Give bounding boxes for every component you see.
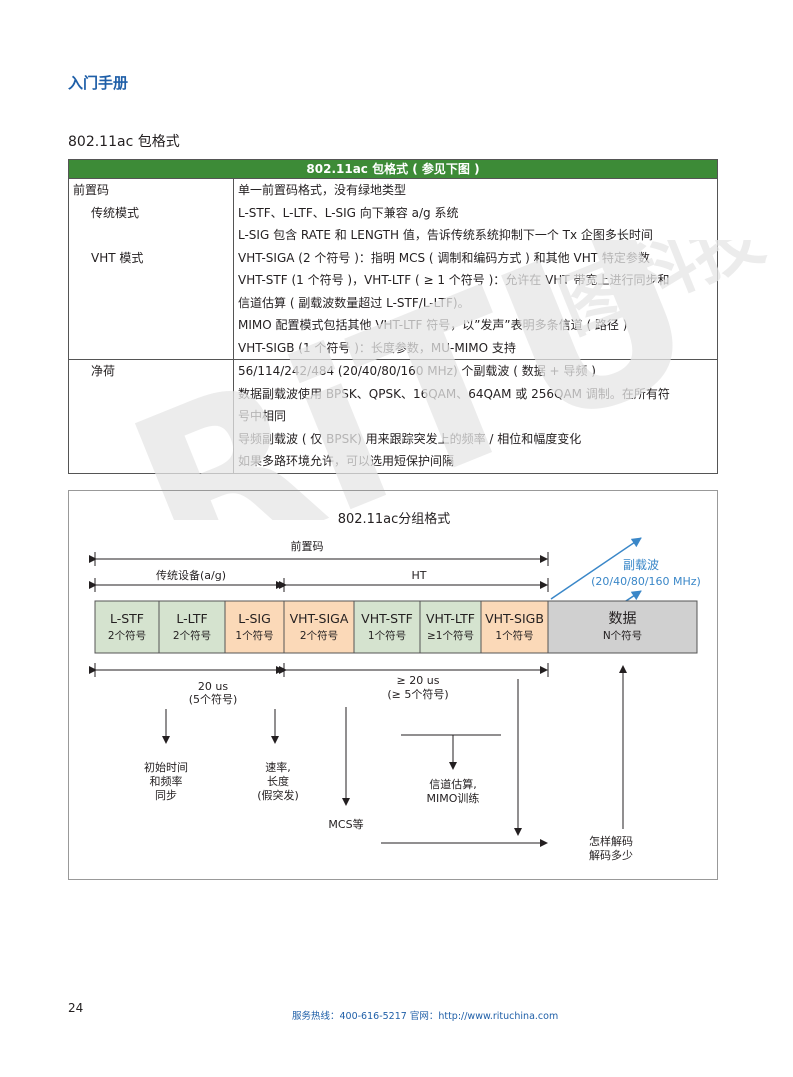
row-text: L-STF、L-LTF、L-SIG 向下兼容 a/g 系统 bbox=[238, 205, 459, 220]
row-text: 号中相同 bbox=[238, 409, 287, 423]
field-symbol-count: ≥1个符号 bbox=[427, 629, 474, 642]
legacy-time-label: 20 us bbox=[198, 680, 228, 693]
subcarrier-arrow-upper bbox=[550, 537, 642, 600]
field-name: VHT-SIGB bbox=[485, 611, 544, 626]
note-channel-estimation: 信道估算, MIMO训练 bbox=[427, 777, 480, 805]
field-name: VHT-SIGA bbox=[290, 611, 349, 626]
row-label-payload: 净荷 bbox=[91, 364, 116, 378]
note-line: 初始时间 bbox=[144, 760, 188, 774]
page-number: 24 bbox=[68, 1001, 84, 1015]
field-symbol-count: 2个符号 bbox=[173, 629, 211, 642]
field-box: L-LTF 2个符号 bbox=[158, 600, 226, 654]
field-box: VHT-STF 1个符号 bbox=[353, 600, 421, 654]
note-line: 同步 bbox=[155, 789, 177, 802]
field-box-rect bbox=[158, 600, 226, 654]
row-text: 单一前置码格式，没有绿地类型 bbox=[238, 183, 407, 197]
table-left-column-preamble: 前置码 传统模式 VHT 模式 bbox=[68, 178, 234, 360]
row-label-vht: VHT 模式 bbox=[91, 250, 144, 265]
legacy-label: 传统设备(a/g) bbox=[156, 568, 226, 582]
note-rate-length: 速率, 长度 (假突发) bbox=[257, 760, 299, 802]
row-text: MIMO 配置模式包括其他 VHT-LTF 符号，以”发声”表明多条信道 ( 路… bbox=[238, 318, 628, 332]
field-symbol-count: 2个符号 bbox=[300, 629, 338, 642]
field-symbol-count: 1个符号 bbox=[235, 629, 273, 642]
field-name: 数据 bbox=[609, 611, 637, 627]
field-box-rect bbox=[353, 600, 421, 654]
row-label-blank bbox=[69, 428, 233, 451]
vht-symbol-label: (≥ 5个符号) bbox=[387, 688, 448, 701]
field-box-rect bbox=[480, 600, 549, 654]
row-label-blank bbox=[69, 269, 233, 292]
note-line: 怎样解码 bbox=[589, 834, 633, 848]
row-label-blank bbox=[69, 405, 233, 428]
table-right-column-preamble: 单一前置码格式，没有绿地类型 L-STF、L-LTF、L-SIG 向下兼容 a/… bbox=[233, 178, 718, 360]
note-line: 速率, bbox=[265, 760, 291, 774]
note-line: MIMO训练 bbox=[427, 791, 480, 805]
ht-label: HT bbox=[412, 569, 427, 582]
field-box-rect bbox=[224, 600, 285, 654]
field-box-rect bbox=[283, 600, 355, 654]
field-name: L-LTF bbox=[176, 611, 207, 626]
packet-format-diagram: 802.11ac分组格式 前置码 传统设备(a/g) HT 副载波 (20/40… bbox=[68, 490, 718, 880]
row-label-preamble: 前置码 bbox=[73, 183, 110, 197]
note-timing-sync: 初始时间 和频率 同步 bbox=[144, 760, 188, 802]
field-name: L-STF bbox=[110, 611, 144, 626]
diagram-canvas: 802.11ac分组格式 前置码 传统设备(a/g) HT 副载波 (20/40… bbox=[89, 511, 701, 862]
field-name: VHT-LTF bbox=[426, 611, 475, 626]
note-line: 解码多少 bbox=[589, 848, 633, 862]
preamble-label: 前置码 bbox=[291, 539, 324, 553]
section-title: 802.11ac 包格式 bbox=[68, 134, 180, 150]
field-box-rect bbox=[419, 600, 482, 654]
legacy-symbol-label: (5个符号) bbox=[189, 693, 238, 706]
subcarrier-bandwidth: (20/40/80/160 MHz) bbox=[591, 575, 701, 588]
row-text: 数据副载波使用 BPSK、QPSK、16QAM、64QAM 或 256QAM 调… bbox=[238, 386, 670, 401]
field-box: VHT-SIGA 2个符号 bbox=[283, 600, 355, 654]
note-line: 信道估算, bbox=[429, 777, 477, 791]
subcarrier-label: 副载波 bbox=[623, 558, 659, 572]
field-symbol-count: 1个符号 bbox=[368, 629, 406, 642]
row-label-blank bbox=[69, 383, 233, 406]
field-row: L-STF2个符号L-LTF2个符号L-SIG1个符号VHT-SIGA2个符号V… bbox=[94, 600, 698, 654]
row-label-blank bbox=[69, 292, 233, 315]
row-label-blank bbox=[69, 314, 233, 337]
packet-format-table: 802.11ac 包格式 ( 参见下图 ) 前置码 传统模式 VHT 模式 单一… bbox=[68, 159, 718, 474]
row-label-blank bbox=[69, 224, 233, 247]
row-text: VHT-SIGA (2 个符号 )：指明 MCS ( 调制和编码方式 ) 和其他… bbox=[238, 250, 650, 265]
field-name: L-SIG bbox=[238, 611, 271, 626]
field-box: 数据 N个符号 bbox=[547, 600, 698, 654]
row-text: 信道估算 ( 副载波数量超过 L-STF/L-LTF)。 bbox=[238, 295, 470, 310]
note-line: 长度 bbox=[267, 774, 289, 788]
field-box: L-STF 2个符号 bbox=[94, 600, 160, 654]
section-header: 入门手册 bbox=[68, 74, 129, 92]
table-left-column-payload: 净荷 bbox=[68, 359, 234, 474]
field-box: VHT-SIGB 1个符号 bbox=[480, 600, 549, 654]
row-label-blank bbox=[69, 337, 233, 360]
field-symbol-count: 1个符号 bbox=[495, 629, 533, 642]
row-text: 如果多路环境允许，可以选用短保护间隔 bbox=[238, 454, 455, 468]
table-heading: 802.11ac 包格式 ( 参见下图 ) bbox=[68, 159, 718, 179]
row-text: L-SIG 包含 RATE 和 LENGTH 值，告诉传统系统抑制下一个 Tx … bbox=[238, 228, 653, 242]
note-decode: 怎样解码 解码多少 bbox=[589, 834, 633, 862]
row-text: VHT-SIGB (1 个符号 )：长度参数，MU-MIMO 支持 bbox=[238, 340, 516, 355]
field-symbol-count: N个符号 bbox=[603, 629, 642, 642]
table-right-column-payload: 56/114/242/484 (20/40/80/160 MHz) 个副载波 (… bbox=[233, 359, 718, 474]
note-line: 和频率 bbox=[150, 774, 183, 788]
note-line: (假突发) bbox=[257, 788, 299, 802]
field-box-rect bbox=[94, 600, 160, 654]
diagram-title: 802.11ac分组格式 bbox=[338, 511, 451, 527]
footer-contact: 服务热线：400-616-5217 官网：http://www.rituchin… bbox=[292, 1011, 559, 1022]
row-label-blank bbox=[69, 450, 233, 473]
row-text: VHT-STF (1 个符号 )，VHT-LTF ( ≥ 1 个符号 )：允许在… bbox=[238, 273, 670, 287]
field-box-rect bbox=[547, 600, 698, 654]
row-text: 56/114/242/484 (20/40/80/160 MHz) 个副载波 (… bbox=[238, 364, 596, 378]
field-name: VHT-STF bbox=[361, 611, 413, 626]
note-mcs: MCS等 bbox=[328, 817, 363, 831]
field-symbol-count: 2个符号 bbox=[108, 629, 146, 642]
field-box: L-SIG 1个符号 bbox=[224, 600, 285, 654]
vht-time-label: ≥ 20 us bbox=[397, 674, 440, 687]
row-text: 导频副载波 ( 仅 BPSK) 用来跟踪突发上的频率 / 相位和幅度变化 bbox=[238, 431, 582, 446]
row-label-legacy: 传统模式 bbox=[91, 205, 140, 220]
field-box: VHT-LTF ≥1个符号 bbox=[419, 600, 482, 654]
